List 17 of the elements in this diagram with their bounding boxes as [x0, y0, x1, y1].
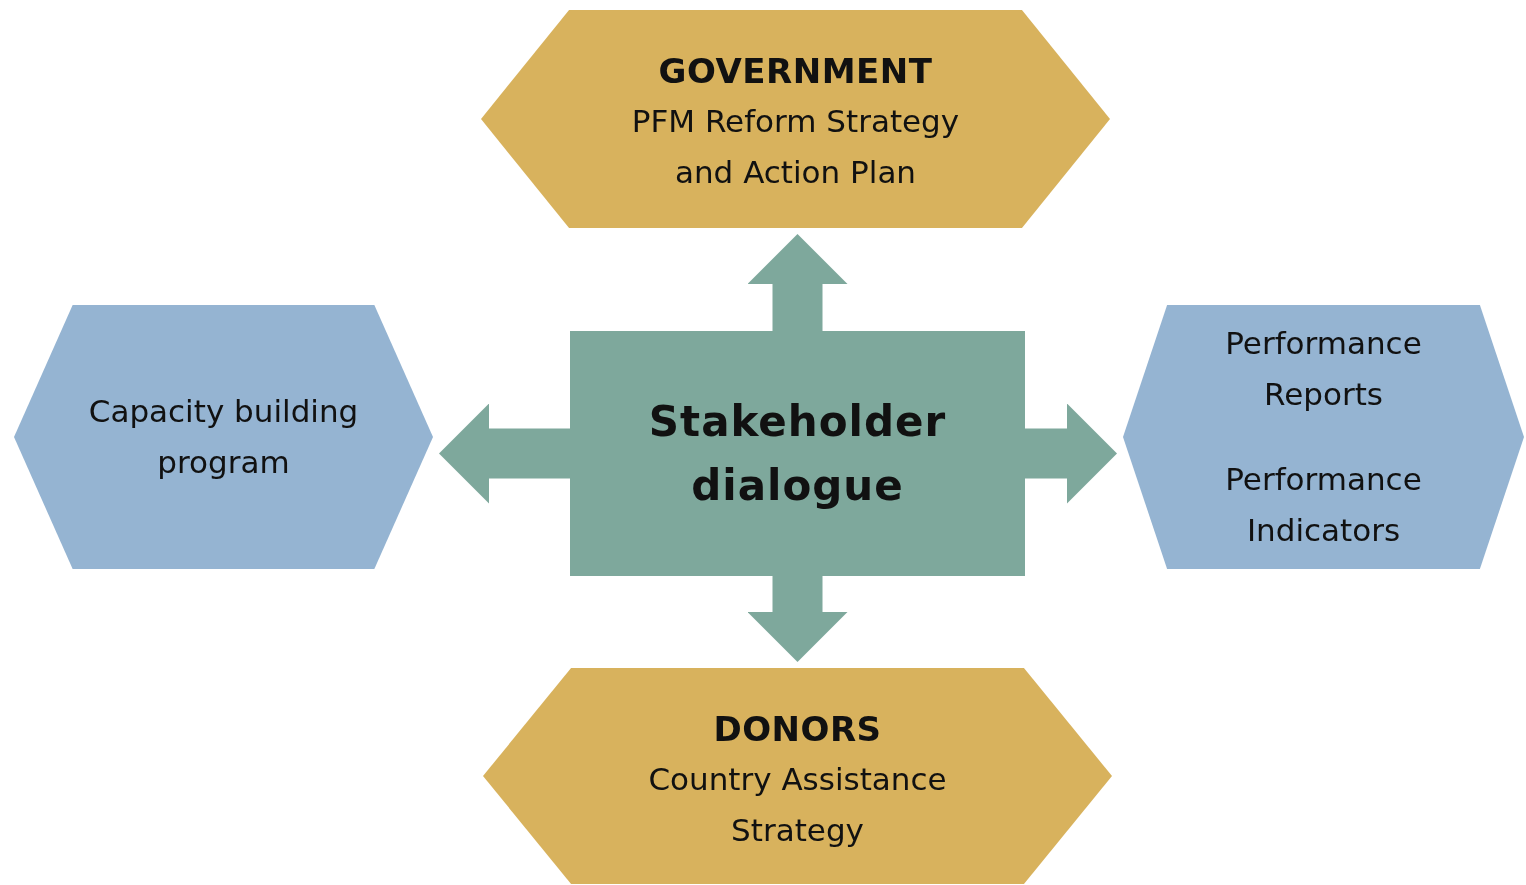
- process-box: [570, 331, 1025, 576]
- body-text: Performance Reports: [1224, 324, 1423, 414]
- hexagon-box: [14, 305, 433, 569]
- title-text: Stakeholder dialogue: [647, 395, 948, 512]
- block-arrow: [1025, 403, 1117, 504]
- heading-text: GOVERNMENT: [658, 50, 933, 93]
- body-text: Performance Indicators: [1224, 460, 1423, 550]
- heading-text: DONORS: [713, 708, 882, 751]
- body-text: PFM Reform Strategy and Action Plan: [631, 102, 960, 192]
- block-arrow: [747, 576, 848, 662]
- hexagon-box: [481, 10, 1110, 228]
- hexagon-box: [1123, 305, 1524, 569]
- block-arrow: [747, 234, 848, 331]
- block-arrow: [439, 403, 570, 504]
- hexagon-box: [483, 668, 1112, 884]
- body-text: Capacity building program: [87, 392, 360, 482]
- body-text: Country Assistance Strategy: [647, 760, 948, 850]
